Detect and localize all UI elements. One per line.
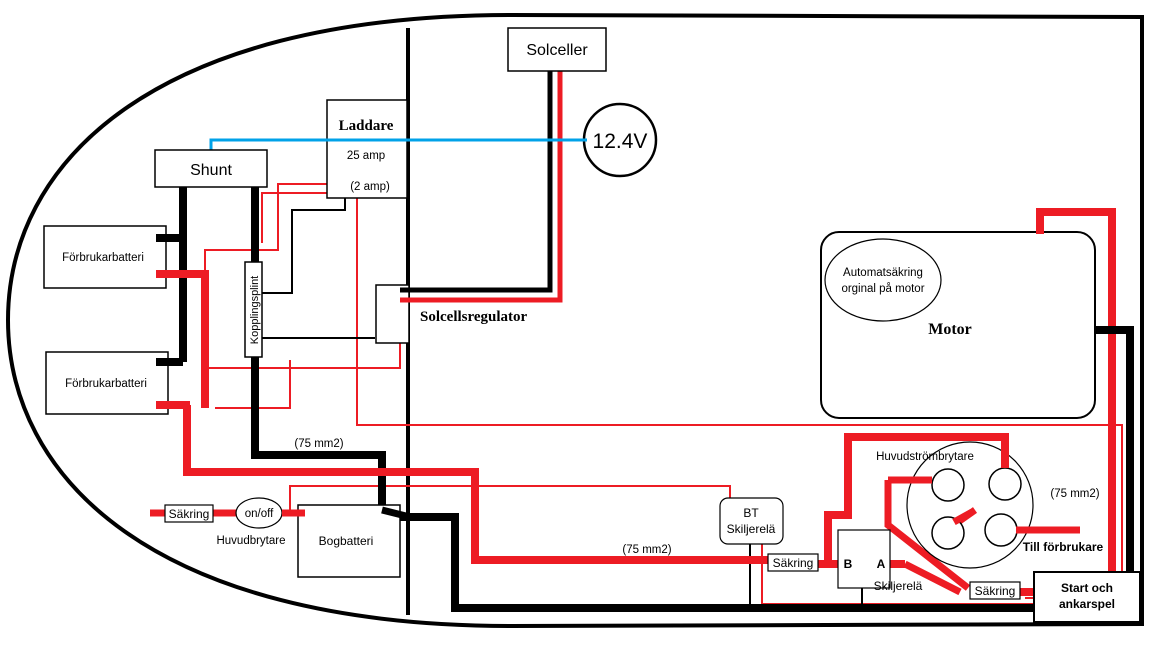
motor-label: Motor [928, 321, 972, 338]
cable-label-right: (75 mm2) [1050, 488, 1099, 500]
solar-panel-box [507, 27, 607, 72]
terminal-block-label: Kopplingsplint [249, 276, 261, 345]
motor-fuse-line2: orginal på motor [841, 283, 924, 295]
shunt-box [154, 149, 268, 188]
fuse-left [164, 504, 214, 523]
onoff-label: on/off [245, 508, 274, 520]
relay-name-label: Skiljerelä [874, 579, 923, 593]
fuse-right-label: Säkring [975, 584, 1016, 598]
start-anchor-box [1033, 571, 1141, 623]
start-anchor-line1: Start och [1061, 581, 1113, 595]
bow-battery-box [297, 504, 401, 578]
hull-outline [5, 12, 1144, 629]
to-consumers-label: Till förbrukare [1023, 540, 1104, 554]
bt-relay-line1: BT [743, 506, 759, 520]
charger-box [326, 99, 408, 199]
voltage-readout: 12.4V [593, 130, 648, 153]
switch-terminal-3 [931, 516, 965, 550]
main-switch-label: Huvudströmbrytare [876, 451, 974, 463]
switch-terminal-2 [988, 467, 1022, 501]
relay-a-label: A [877, 557, 886, 571]
battery-2 [45, 351, 169, 415]
charger-label: Laddare [339, 118, 394, 134]
shunt-label: Shunt [190, 162, 232, 179]
bow-battery-label: Bogbatteri [319, 534, 374, 548]
isolator-relay-box [837, 529, 891, 589]
solar-panel-label: Solceller [526, 42, 588, 59]
switch-terminal-4 [984, 513, 1018, 547]
solar-regulator-label: Solcellsregulator [420, 309, 528, 325]
main-switch [906, 441, 1034, 569]
solar-regulator-box [375, 284, 410, 344]
motor-fuse-line1: Automatsäkring [843, 267, 923, 279]
main-breaker-label: Huvudbrytare [216, 535, 285, 547]
fuse-mid-label: Säkring [773, 556, 814, 570]
battery-2-label: Förbrukarbatteri [65, 378, 147, 390]
relay-b-label: B [844, 557, 853, 571]
switch-terminal-1 [931, 468, 965, 502]
battery-1-label: Förbrukarbatteri [62, 252, 144, 264]
terminal-block [244, 261, 263, 358]
bt-relay-box [719, 497, 784, 545]
start-anchor-line2: ankarspel [1059, 597, 1115, 611]
fuse-right [969, 581, 1021, 600]
cable-label-left: (75 mm2) [294, 438, 343, 450]
charger-amp2-label: (2 amp) [350, 181, 390, 193]
fuse-mid [767, 553, 819, 572]
motor-fuse [824, 238, 942, 322]
cable-label-mid: (75 mm2) [622, 544, 671, 556]
bt-relay-line2: Skiljerelä [727, 522, 776, 536]
charger-amp-label: 25 amp [347, 150, 385, 162]
battery-1 [43, 225, 167, 289]
fuse-left-label: Säkring [169, 507, 210, 521]
